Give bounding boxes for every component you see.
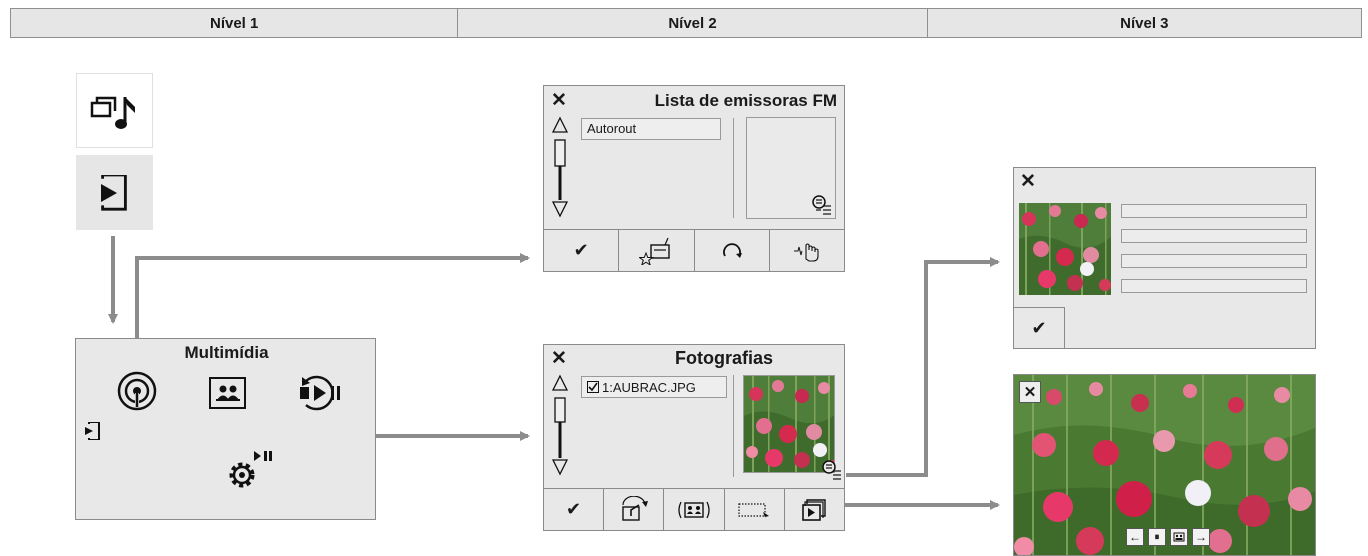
multimedia-title: Multimídia — [184, 343, 269, 362]
photos-folder-panel: ✕ Fotografias 1:AUBRAC.JPG — [543, 344, 845, 531]
scroll-thumb — [554, 397, 566, 423]
scroll-thumb — [554, 139, 566, 167]
scroll-up-icon — [551, 116, 569, 133]
confirm-button[interactable]: ✔ — [544, 230, 620, 271]
source-enter-icon — [100, 174, 127, 211]
rotate-icon — [622, 495, 648, 521]
slideshow-icon — [678, 501, 710, 518]
touch-button[interactable] — [770, 230, 844, 271]
level-3-header: Nível 3 — [1120, 14, 1169, 32]
radio-button[interactable] — [115, 369, 159, 418]
settings-play-gear-icon — [229, 451, 272, 488]
checkbox-checked-icon[interactable] — [587, 381, 599, 393]
close-button[interactable]: ✕ — [1019, 381, 1041, 403]
scroll-down-icon — [551, 201, 569, 218]
photos-people-icon — [215, 385, 240, 401]
slideshow-icon — [1173, 532, 1185, 542]
media-music-icon — [90, 96, 135, 129]
favorite-radio-button[interactable] — [619, 230, 695, 271]
fm-button-bar: ✔ — [544, 229, 844, 271]
touch-hand-icon — [793, 242, 819, 262]
rotate-button[interactable] — [604, 489, 665, 530]
select-area-button[interactable] — [725, 489, 785, 530]
info-field — [1121, 204, 1307, 218]
info-field — [1121, 254, 1307, 268]
zoom-list-icon[interactable] — [811, 194, 833, 216]
next-button[interactable]: → — [1192, 528, 1210, 546]
photos-button[interactable] — [209, 377, 246, 409]
scrollbar[interactable] — [551, 116, 569, 220]
media-settings-button[interactable] — [226, 447, 280, 496]
radio-broadcast-icon — [117, 371, 157, 411]
arrow-radio-to-fm-list — [135, 253, 530, 369]
scroll-down-icon — [551, 459, 569, 476]
level-1-header: Nível 1 — [11, 9, 459, 37]
level-header: Nível 1 Nível 2 Nível 3 — [10, 8, 1362, 38]
photos-title: Fotografias — [675, 348, 774, 368]
fm-station-list-item[interactable]: Autorout — [581, 118, 721, 140]
slideshow-button[interactable] — [664, 489, 725, 530]
selection-icon — [738, 502, 770, 520]
poppy-field-image — [744, 376, 834, 472]
photo-info-panel: ✕ ✔ — [1013, 167, 1316, 349]
pause-button[interactable]: ⏸ — [1148, 528, 1166, 546]
zoom-list-icon[interactable] — [821, 459, 843, 481]
divider — [733, 375, 734, 477]
check-icon: ✔ — [566, 499, 582, 519]
photo-list-item[interactable]: 1:AUBRAC.JPG — [581, 376, 727, 398]
source-enter-icon — [85, 421, 100, 441]
divider — [733, 118, 734, 218]
refresh-button[interactable] — [695, 230, 770, 271]
level-2-header: Nível 2 — [458, 9, 928, 37]
fullscreen-button[interactable] — [785, 489, 844, 530]
confirm-button[interactable]: ✔ — [1014, 307, 1065, 349]
player-button[interactable] — [294, 373, 352, 418]
favorite-radio-icon — [639, 237, 671, 265]
source-input-button[interactable] — [76, 155, 153, 230]
check-icon: ✔ — [573, 240, 589, 260]
media-source-button[interactable] — [76, 73, 153, 148]
confirm-button[interactable]: ✔ — [544, 489, 605, 530]
multimedia-menu: Multimídia — [75, 338, 376, 520]
photo-file-name: 1:AUBRAC.JPG — [602, 379, 696, 395]
arrow-zoom-to-info — [846, 257, 1000, 477]
close-button[interactable]: ✕ — [1020, 171, 1036, 192]
info-field — [1121, 279, 1307, 293]
scroll-up-icon — [551, 374, 569, 391]
photos-button-bar: ✔ — [544, 488, 844, 530]
photo-thumbnail[interactable] — [743, 375, 835, 473]
fm-list-title: Lista de emissoras FM — [654, 91, 837, 110]
station-preview — [746, 117, 836, 219]
info-field — [1121, 229, 1307, 243]
back-button[interactable] — [84, 421, 100, 445]
slideshow-mode-button[interactable] — [1170, 528, 1188, 546]
fullscreen-play-icon — [802, 498, 827, 521]
poppy-field-image — [1019, 203, 1111, 295]
scrollbar[interactable] — [551, 374, 569, 478]
poppy-field-image — [1014, 375, 1315, 555]
slideshow-panel: ✕ ← ⏸ → — [1013, 374, 1316, 556]
check-icon: ✔ — [1031, 318, 1047, 338]
refresh-icon — [722, 242, 742, 258]
photo-info-thumbnail — [1019, 203, 1111, 295]
fm-station-list-panel: ✕ Lista de emissoras FM Autorout ✔ — [543, 85, 845, 272]
media-player-icon — [300, 375, 340, 411]
close-button[interactable]: ✕ — [551, 348, 567, 369]
previous-button[interactable]: ← — [1126, 528, 1144, 546]
close-button[interactable]: ✕ — [551, 90, 567, 111]
